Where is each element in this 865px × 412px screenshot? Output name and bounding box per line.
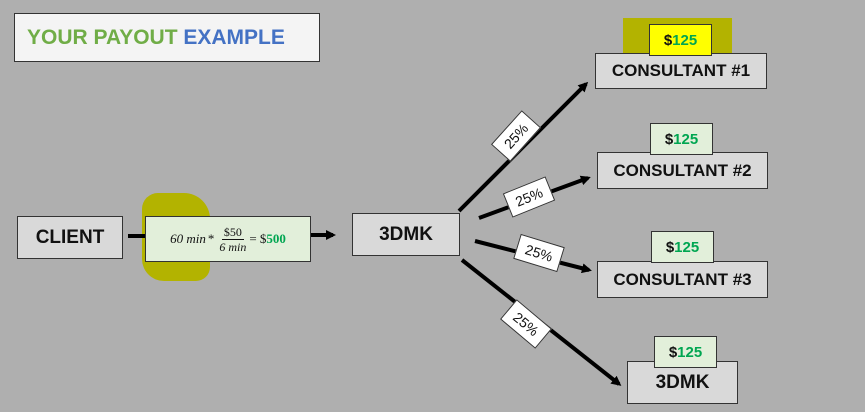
- currency-symbol: $: [665, 238, 675, 256]
- hub-node: 3DMK: [352, 213, 460, 256]
- currency-symbol: $: [664, 130, 674, 148]
- client-node: CLIENT: [17, 216, 123, 259]
- bottom-3dmk-node: 3DMK: [627, 361, 738, 404]
- consultant2-node: CONSULTANT #2: [597, 152, 768, 189]
- bottom-3dmk-payout: $125: [654, 336, 717, 368]
- title-box: YOUR PAYOUT EXAMPLE: [14, 13, 320, 62]
- formula-denominator: 6 min: [219, 239, 247, 254]
- consultant1-node: CONSULTANT #1: [595, 53, 767, 89]
- consultant1-label: CONSULTANT #1: [611, 61, 751, 80]
- consultant3-node: CONSULTANT #3: [597, 261, 768, 298]
- formula-result: 500: [266, 231, 286, 246]
- client-label: CLIENT: [35, 226, 105, 248]
- title-part1: YOUR PAYOUT: [27, 25, 178, 49]
- payout-formula: 60 min * $50 6 min = $500: [145, 216, 311, 262]
- consultant3-payout: $125: [651, 231, 714, 263]
- formula-operator: *: [207, 231, 215, 246]
- formula-equals: = $: [249, 231, 267, 246]
- currency-symbol: $: [668, 343, 678, 361]
- payout-amount: 125: [672, 31, 698, 49]
- hub-label: 3DMK: [379, 223, 433, 245]
- currency-symbol: $: [663, 31, 673, 49]
- formula-numerator: $50: [221, 224, 244, 240]
- payout-amount: 125: [677, 343, 703, 361]
- formula-fraction: $50 6 min: [219, 225, 246, 254]
- consultant3-label: CONSULTANT #3: [613, 269, 752, 289]
- payout-amount: 125: [674, 238, 700, 256]
- consultant2-label: CONSULTANT #2: [613, 160, 752, 180]
- payout-amount: 125: [673, 130, 699, 148]
- formula-lhs: 60 min: [170, 231, 206, 246]
- consultant2-payout: $125: [650, 123, 713, 155]
- consultant1-payout: $125: [649, 24, 712, 56]
- bottom-3dmk-label: 3DMK: [655, 371, 710, 393]
- title-part2: EXAMPLE: [183, 25, 285, 49]
